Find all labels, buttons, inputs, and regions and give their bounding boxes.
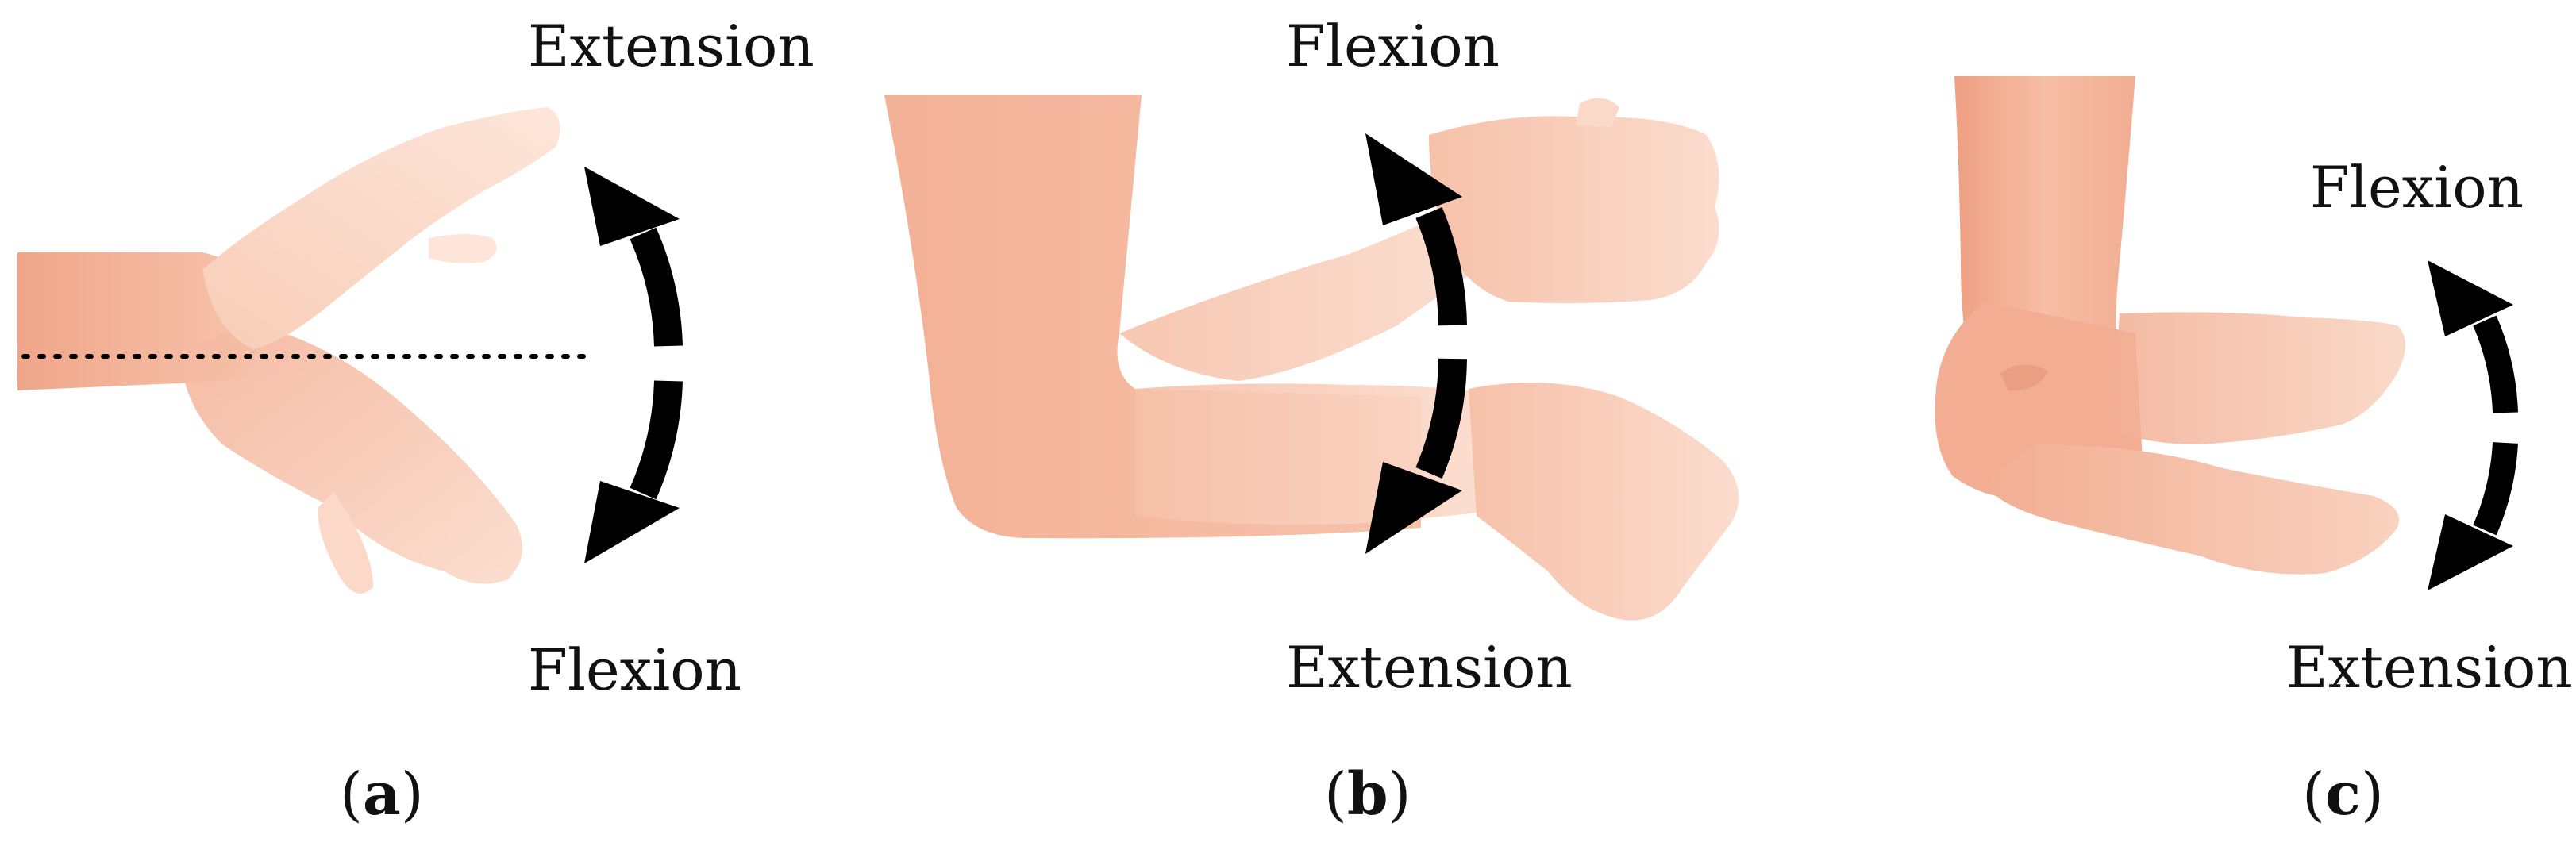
panel-c-top-label: Flexion: [2310, 154, 2524, 221]
caption-open-paren: (: [2302, 760, 2325, 829]
caption-open-paren: (: [1324, 760, 1347, 829]
panel-b-curved-double-arrow-icon: [1365, 133, 1467, 554]
panel-a-caption: (a): [340, 765, 424, 824]
panel-c-ankle-illustration: [1935, 76, 2405, 575]
panel-a-bottom-label: Flexion: [528, 636, 741, 703]
caption-letter: c: [2324, 760, 2361, 829]
panel-a-top-label: Extension: [528, 13, 814, 79]
caption-close-paren: ): [2360, 760, 2384, 829]
caption-close-paren: ): [400, 760, 424, 829]
panel-b-elbow-illustration: [884, 95, 1739, 621]
caption-close-paren: ): [1388, 760, 1411, 829]
panel-b-caption: (b): [1324, 765, 1411, 824]
panel-b-top-label: Flexion: [1286, 13, 1500, 79]
caption-letter: b: [1346, 760, 1388, 829]
panel-c-curved-double-arrow-icon: [2428, 260, 2518, 590]
panel-b-bottom-label: Extension: [1286, 634, 1573, 701]
panel-a-wrist-illustration: [17, 107, 588, 594]
caption-letter: a: [362, 760, 401, 829]
panel-c-caption: (c): [2302, 765, 2384, 824]
caption-open-paren: (: [340, 760, 363, 829]
panel-c-bottom-label: Extension: [2286, 634, 2573, 701]
panel-a-curved-double-arrow-icon: [584, 167, 683, 563]
